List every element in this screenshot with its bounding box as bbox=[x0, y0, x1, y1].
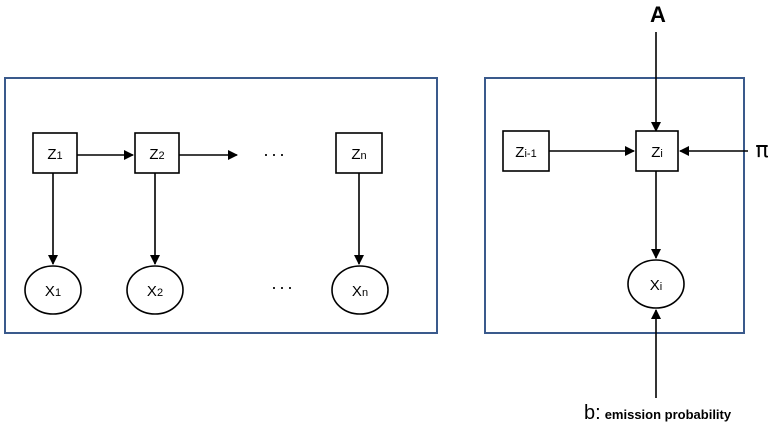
state-label-zi: Zi bbox=[651, 144, 663, 161]
left-panel-frame bbox=[4, 77, 438, 334]
state-label-zi-1: Zi-1 bbox=[515, 144, 536, 161]
state-node-z2 bbox=[134, 132, 180, 174]
ellipsis-bottom: ··· bbox=[271, 277, 295, 297]
emission-prob-label: b:emission probability bbox=[584, 402, 732, 424]
state-node-zi-1 bbox=[502, 130, 550, 172]
state-node-zn bbox=[335, 132, 383, 174]
state-label-z1: Z1 bbox=[47, 146, 62, 163]
obs-node-x2 bbox=[126, 265, 184, 315]
obs-label-x2: X2 bbox=[147, 283, 163, 300]
transition-matrix-label: A bbox=[650, 2, 666, 27]
initial-prob-label: π bbox=[755, 138, 768, 163]
obs-node-x1 bbox=[24, 265, 82, 315]
state-node-zi bbox=[635, 130, 679, 172]
obs-label-x1: X1 bbox=[45, 283, 61, 300]
obs-node-xn bbox=[331, 265, 389, 315]
state-label-z2: Z2 bbox=[149, 146, 164, 163]
obs-node-xi bbox=[627, 259, 685, 309]
obs-label-xn: Xn bbox=[352, 283, 368, 300]
obs-label-xi: Xi bbox=[650, 277, 662, 294]
ellipsis-top: ··· bbox=[263, 144, 287, 164]
state-node-z1 bbox=[32, 132, 78, 174]
state-label-zn: Zn bbox=[351, 146, 366, 163]
right-panel-frame bbox=[484, 77, 745, 334]
